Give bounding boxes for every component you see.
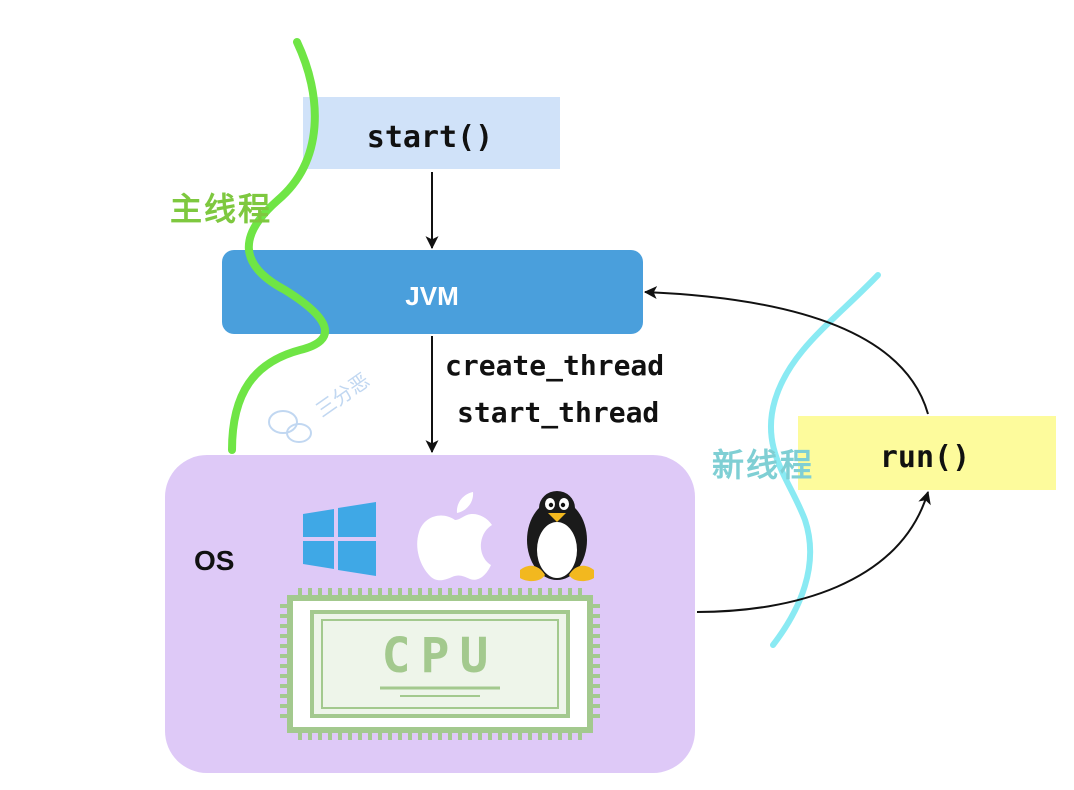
run-box: run()	[798, 416, 1056, 490]
cpu-label: CPU	[382, 628, 499, 684]
linux-tux-icon	[520, 491, 594, 582]
jvm-label: JVM	[405, 281, 458, 311]
start-box: start()	[303, 97, 560, 169]
new-thread-curve	[767, 272, 881, 648]
watermark: 三分恶	[268, 368, 374, 443]
arrow-os-to-run	[696, 490, 931, 613]
watermark-label: 三分恶	[311, 368, 374, 422]
create-thread-label: create_thread	[445, 349, 664, 382]
main-thread-label: 主线程	[170, 190, 272, 228]
start-thread-label: start_thread	[457, 396, 659, 429]
wechat-icon	[268, 410, 312, 443]
new-thread-label: 新线程	[712, 446, 814, 484]
os-label: OS	[194, 545, 234, 576]
start-label: start()	[367, 120, 493, 155]
apple-icon	[417, 492, 492, 581]
windows-icon	[303, 502, 376, 576]
cpu-chip-icon: CPU	[280, 588, 600, 740]
jvm-box: JVM	[222, 250, 643, 334]
run-label: run()	[880, 440, 970, 475]
arrow-run-to-jvm	[643, 286, 929, 415]
main-thread-curve	[228, 38, 329, 454]
